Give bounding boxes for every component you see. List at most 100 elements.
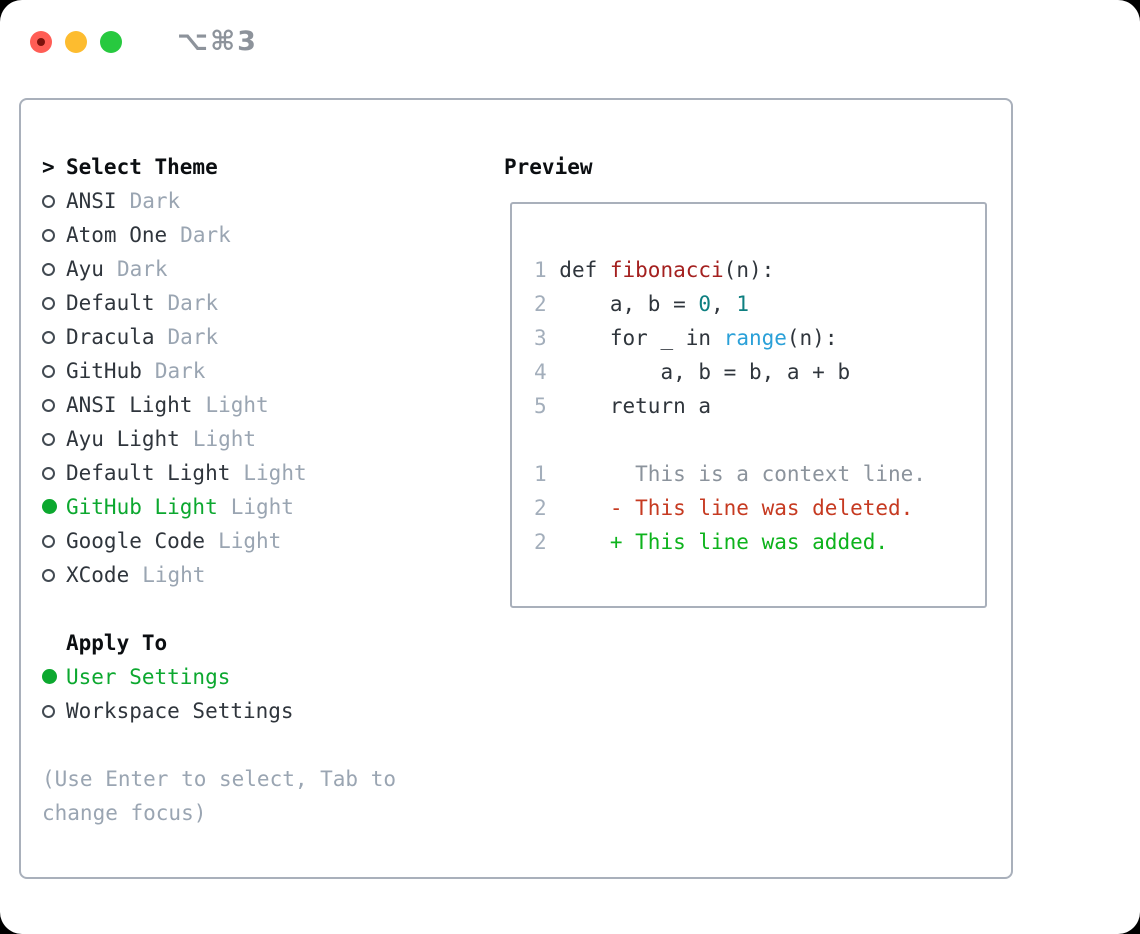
code-token: , — [711, 292, 737, 316]
variant-label: Light — [243, 461, 307, 485]
code-line: 2 a, b = 0, 1 — [534, 287, 985, 321]
circle-outline-icon — [42, 229, 55, 242]
option-label: User Settings — [66, 665, 231, 689]
deleted-token: - This line was deleted. — [609, 496, 914, 520]
zoom-button[interactable] — [100, 30, 122, 53]
blank-line — [534, 423, 985, 457]
option-label: XCode — [66, 563, 130, 587]
code-token — [547, 530, 610, 554]
circle-outline-icon — [42, 535, 55, 548]
circle-outline-icon — [42, 467, 55, 480]
window-title: ⌥⌘3 — [177, 26, 258, 57]
help-text-line-2: change focus) — [42, 801, 207, 825]
circle-outline-icon — [42, 705, 55, 718]
minimize-button[interactable] — [65, 30, 87, 53]
linenum-token: 4 — [534, 360, 560, 384]
variant-label: Light — [142, 563, 206, 587]
linenum-token: 1 — [534, 462, 547, 486]
option-label: Default — [66, 291, 155, 315]
code-token: (n): — [786, 326, 838, 350]
variant-label: Light — [230, 495, 294, 519]
radio-icon — [42, 456, 66, 490]
code-token: a, b = b, a + b — [559, 360, 851, 384]
code-line: 4 a, b = b, a + b — [534, 355, 985, 389]
theme-option-default-light[interactable]: Default Light Light — [42, 456, 396, 490]
code-token: (n): — [723, 258, 775, 282]
apply-to-option-workspace-settings[interactable]: Workspace Settings — [42, 694, 396, 728]
context-token: This is a context line. — [546, 462, 926, 486]
variant-label: Dark — [154, 359, 206, 383]
code-line: 2 + This line was added. — [534, 525, 985, 559]
code-token — [547, 496, 610, 520]
code-token: return a — [559, 394, 712, 418]
code-token: a, b = — [559, 292, 699, 316]
theme-option-github-light[interactable]: GitHub Light Light — [42, 490, 396, 524]
radio-icon — [42, 252, 66, 286]
theme-option-default[interactable]: Default Dark — [42, 286, 396, 320]
close-dot-icon — [37, 37, 45, 46]
variant-label: Dark — [167, 291, 219, 315]
radio-icon — [42, 354, 66, 388]
circle-outline-icon — [42, 569, 55, 582]
circle-outline-icon — [42, 399, 55, 412]
theme-option-ansi[interactable]: ANSI Dark — [42, 184, 396, 218]
added-token: + This line was added. — [609, 530, 889, 554]
circle-outline-icon — [42, 365, 55, 378]
variant-label: Dark — [180, 223, 231, 247]
theme-option-xcode[interactable]: XCode Light — [42, 558, 396, 592]
circle-outline-icon — [42, 433, 55, 446]
radio-selected-icon — [42, 490, 66, 524]
option-label: Google Code — [66, 529, 206, 553]
code-line: 3 for _ in range(n): — [534, 321, 985, 355]
help-text-line-1: (Use Enter to select, Tab to — [42, 767, 397, 791]
preview-column: Preview 1 def fibonacci(n):2 a, b = 0, 1… — [504, 150, 987, 608]
prompt-caret-icon: > — [42, 155, 55, 179]
filled-dot-icon — [42, 499, 57, 514]
select-theme-header: > Select Theme — [42, 150, 396, 184]
preview-title: Preview — [504, 155, 593, 179]
select-theme-title: Select Theme — [66, 155, 218, 179]
theme-option-github[interactable]: GitHub Dark — [42, 354, 396, 388]
apply-to-option-user-settings[interactable]: User Settings — [42, 660, 396, 694]
code-line: 1 def fibonacci(n): — [534, 253, 985, 287]
function-token: fibonacci — [609, 258, 724, 282]
radio-icon — [42, 286, 66, 320]
option-label: GitHub Light — [66, 495, 218, 519]
titlebar: ⌥⌘3 — [30, 26, 258, 57]
code-line: 5 return a — [534, 389, 985, 423]
variant-label: Dark — [129, 189, 181, 213]
radio-icon — [42, 524, 66, 558]
code-line: 2 - This line was deleted. — [534, 491, 985, 525]
builtin-token: range — [723, 326, 787, 350]
radio-selected-icon — [42, 660, 66, 694]
option-label: Ayu — [66, 257, 104, 281]
circle-outline-icon — [42, 297, 55, 310]
option-label: ANSI — [66, 189, 117, 213]
spacer — [42, 728, 396, 762]
option-label: Atom One — [66, 223, 168, 247]
option-label: Workspace Settings — [66, 699, 294, 723]
circle-outline-icon — [42, 263, 55, 276]
linenum-token: 3 — [534, 326, 560, 350]
linenum-token: 2 — [534, 530, 547, 554]
number-token: 0 — [698, 292, 712, 316]
close-button[interactable] — [30, 30, 52, 53]
variant-label: Dark — [167, 325, 219, 349]
variant-label: Light — [192, 427, 257, 451]
theme-option-atom-one[interactable]: Atom One Dark — [42, 218, 396, 252]
radio-icon — [42, 320, 66, 354]
code-token: for _ in — [559, 326, 724, 350]
option-label: GitHub — [66, 359, 142, 383]
option-label: Default Light — [66, 461, 231, 485]
linenum-token: 2 — [534, 292, 560, 316]
